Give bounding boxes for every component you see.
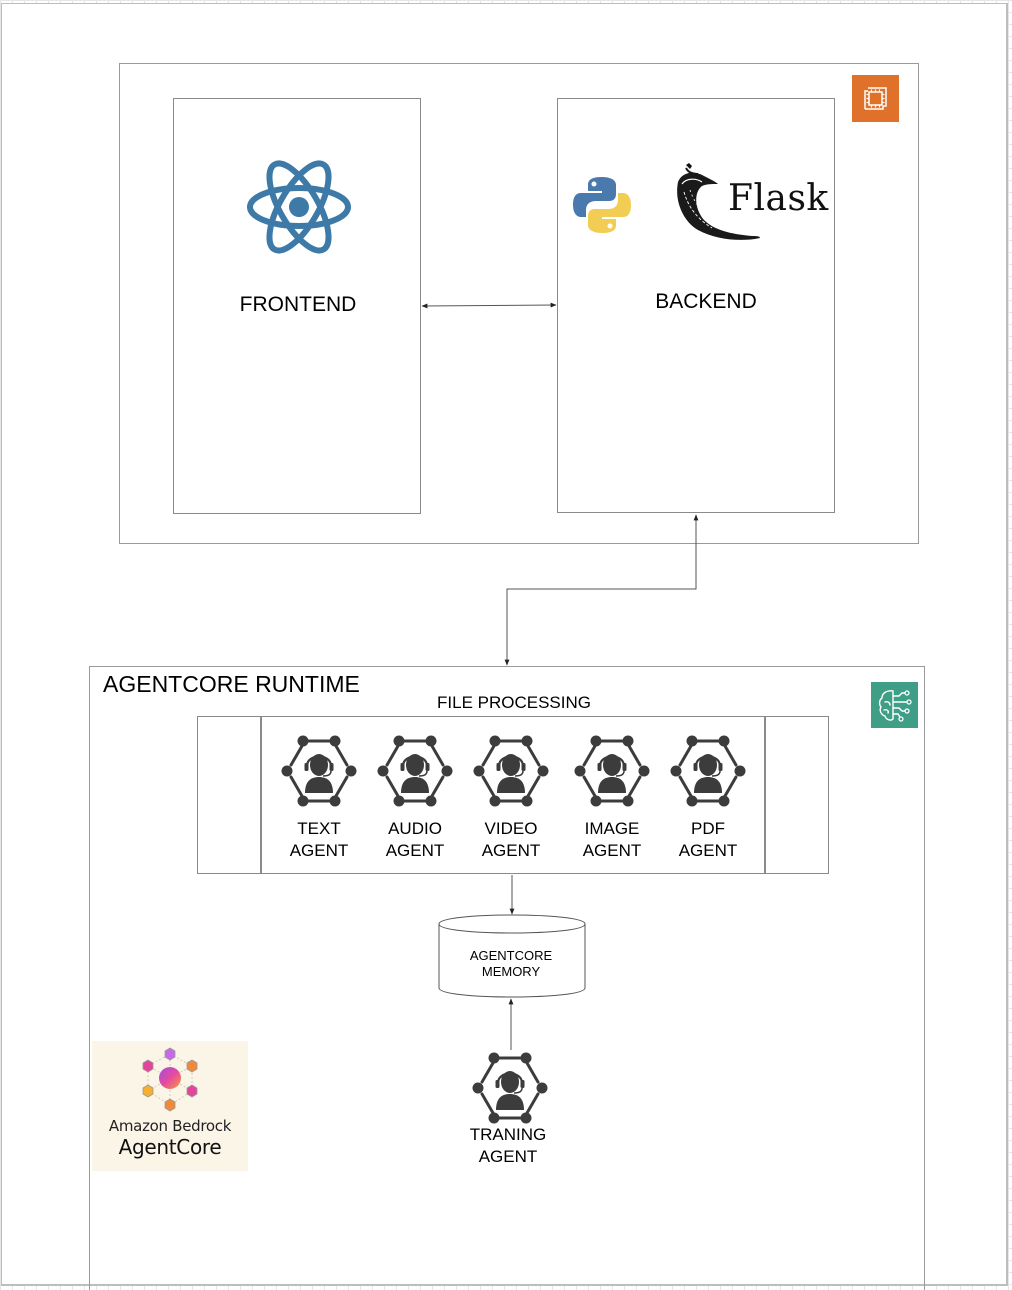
training-agent-label-line2: AGENT (478, 1147, 538, 1166)
bedrock-logo-line2: AgentCore (118, 1135, 222, 1159)
flask-wordmark: Flask (728, 178, 829, 219)
pdf-agent-label-line2: AGENT (678, 841, 738, 860)
pdf-agent-label-line1: PDF (691, 819, 725, 838)
agentcore-runtime-group[interactable] (89, 666, 925, 1290)
image-agent-icon[interactable] (574, 735, 650, 807)
bedrock-hex-network-icon (142, 1047, 198, 1112)
training-agent-label-line1: TRANING (469, 1125, 547, 1144)
text-agent-icon[interactable] (281, 735, 357, 807)
flask-logo-icon (672, 162, 762, 242)
file-processing-title: FILE PROCESSING (437, 693, 591, 712)
backend-runtime-connector[interactable] (504, 514, 699, 666)
memory-label-line2: MEMORY (481, 964, 541, 979)
audio-agent-icon[interactable] (377, 735, 453, 807)
text-agent-label-line1: TEXT (297, 819, 341, 838)
bedrock-logo-line1: Amazon Bedrock (108, 1117, 232, 1135)
pdf-agent-icon[interactable] (670, 735, 746, 807)
text-agent-label-line2: AGENT (289, 841, 349, 860)
frontend-box[interactable] (173, 98, 421, 514)
pool-lane-divider-left (260, 716, 262, 874)
audio-agent-label-line1: AUDIO (388, 819, 442, 838)
audio-agent-label-line2: AGENT (385, 841, 445, 860)
file-processing-pool[interactable] (197, 716, 829, 874)
react-logo-icon (246, 158, 352, 256)
pool-lane-divider-right (764, 716, 766, 874)
video-agent-label-line1: VIDEO (484, 819, 538, 838)
memory-label-line1: AGENTCORE (469, 948, 553, 963)
python-logo-icon (572, 176, 632, 234)
backend-box[interactable] (557, 98, 835, 513)
video-agent-icon[interactable] (473, 735, 549, 807)
frontend-label: FRONTEND (239, 293, 357, 316)
video-agent-label-line2: AGENT (481, 841, 541, 860)
frontend-backend-connector[interactable] (421, 302, 557, 309)
backend-label: BACKEND (655, 290, 757, 313)
amazon-bedrock-agentcore-logo: Amazon Bedrock AgentCore (92, 1041, 248, 1171)
training-agent-icon[interactable] (472, 1052, 548, 1124)
runtime-title: AGENTCORE RUNTIME (103, 671, 360, 697)
agentcore-brain-icon[interactable] (871, 682, 918, 728)
ec2-instance-icon[interactable] (852, 75, 899, 122)
image-agent-label-line2: AGENT (582, 841, 642, 860)
image-agent-label-line1: IMAGE (584, 819, 640, 838)
agentcore-memory-database[interactable] (438, 914, 586, 1000)
